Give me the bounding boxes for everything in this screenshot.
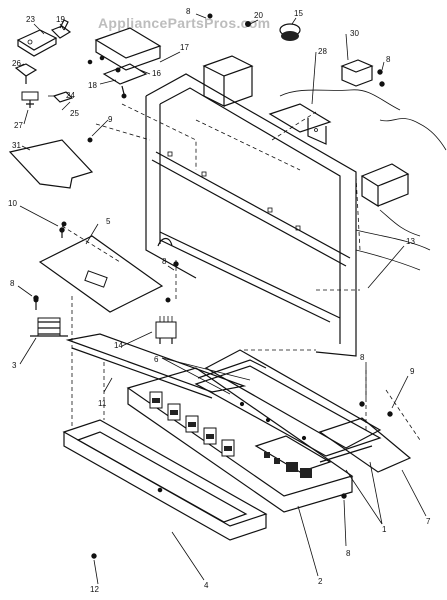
leader-lines [17,13,427,585]
callout-8-right: 8 [386,55,391,64]
callout-1: 1 [382,525,387,534]
callout-28: 28 [318,47,327,56]
callout-5: 5 [106,217,111,226]
callout-labels: 23 19 8 20 15 17 26 16 18 24 27 25 28 30… [8,7,431,594]
callout-18: 18 [88,81,97,90]
callout-8-bottom: 8 [346,549,351,558]
control-board [8,139,171,313]
callout-6: 6 [154,355,159,364]
callout-9-right: 9 [410,367,415,376]
callout-2: 2 [318,577,323,586]
trim-strip [65,333,247,399]
hinge-bracket [268,89,401,145]
callout-19: 19 [56,15,65,24]
callout-31: 31 [12,141,21,150]
guide-lines [61,103,421,441]
display-window [254,435,332,478]
callout-4: 4 [204,581,209,590]
callout-26: 26 [12,59,21,68]
callout-8-top: 8 [186,7,191,16]
callout-20: 20 [254,11,263,20]
callout-8-mid: 8 [162,257,167,266]
control-panel-frame [145,55,447,357]
callout-9-left: 9 [108,115,113,124]
callout-16: 16 [152,69,161,78]
switch-block [340,59,385,87]
mounting-bracket [87,27,162,99]
connector-block [155,316,177,344]
watermark-text: AppliancePartsPros.com [98,15,270,31]
switch-bracket-assembly [14,19,74,108]
callout-11: 11 [98,399,107,408]
keypad-buttons [149,391,235,457]
control-overlay [126,367,354,513]
callout-27: 27 [14,121,23,130]
transformer [30,297,68,337]
callout-8-lower: 8 [360,353,365,362]
callout-15: 15 [294,9,303,18]
callout-12: 12 [90,585,99,594]
front-bezel [62,419,268,559]
rail-strip [194,359,382,457]
callout-14: 14 [114,341,123,350]
callout-8-left: 8 [10,279,15,288]
callout-7: 7 [426,517,431,526]
screws [33,69,383,301]
callout-23: 23 [26,15,35,24]
callout-30: 30 [350,29,359,38]
callout-10: 10 [8,199,17,208]
callout-3: 3 [12,361,17,370]
mounting-plate [204,349,412,499]
callout-17: 17 [180,43,189,52]
callout-24: 24 [66,91,75,100]
callout-25: 25 [70,109,79,118]
callout-13: 13 [406,237,415,246]
